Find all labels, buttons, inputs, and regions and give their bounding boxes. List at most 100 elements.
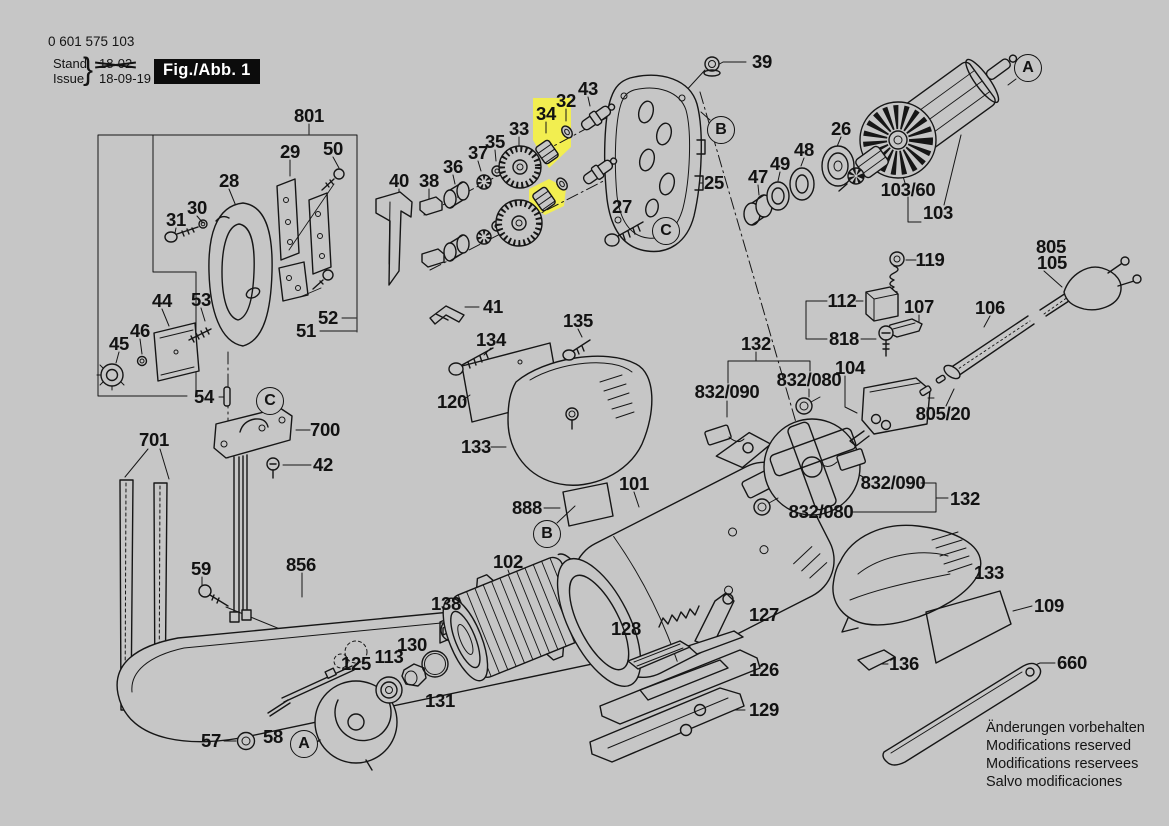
part-label-40: 40 bbox=[389, 169, 409, 191]
note-fr: Modifications reservees bbox=[986, 756, 1139, 772]
part-label-131: 131 bbox=[425, 689, 455, 711]
part-label-832-080: 832/080 bbox=[776, 368, 842, 390]
part-label-59: 59 bbox=[191, 557, 211, 579]
part-label-805: 805 bbox=[1036, 235, 1066, 257]
bearing-cover-drawing bbox=[309, 616, 453, 771]
part-label-45: 45 bbox=[109, 332, 129, 354]
brace-glyph: } bbox=[83, 52, 94, 87]
part-label-48: 48 bbox=[794, 138, 814, 160]
switch-and-cord-drawing bbox=[849, 251, 1142, 447]
blade-guide-rails-drawing bbox=[589, 592, 761, 763]
part-label-135: 135 bbox=[563, 309, 593, 331]
note-en: Modifications reserved bbox=[986, 738, 1132, 754]
part-label-888: 888 bbox=[512, 496, 542, 518]
part-label-856: 856 bbox=[286, 553, 316, 575]
stand-label: Stand bbox=[53, 56, 87, 71]
part-label-30: 30 bbox=[187, 196, 207, 218]
part-label-38: 38 bbox=[419, 169, 439, 191]
part-label-107: 107 bbox=[904, 295, 934, 317]
guide-bracket-drawing bbox=[213, 407, 293, 623]
part-label-133: 133 bbox=[461, 435, 491, 457]
part-label-49: 49 bbox=[770, 152, 790, 174]
part-label-29: 29 bbox=[280, 140, 300, 162]
part-label-47: 47 bbox=[748, 165, 768, 187]
part-label-53: 53 bbox=[191, 288, 211, 310]
brush-plate-drawing bbox=[704, 396, 867, 516]
part-label-119: 119 bbox=[915, 248, 945, 270]
part-label-120: 120 bbox=[437, 390, 467, 412]
part-label-700: 700 bbox=[310, 418, 340, 440]
new-date: 18-09-19 bbox=[99, 70, 152, 86]
modification-notes: Änderungen vorbehalten Modifications res… bbox=[986, 719, 1145, 791]
part-label-128: 128 bbox=[611, 617, 641, 639]
part-label-113: 113 bbox=[374, 645, 404, 667]
part-label-134: 134 bbox=[476, 328, 506, 350]
part-label-54: 54 bbox=[194, 385, 214, 407]
part-label-112: 112 bbox=[827, 289, 857, 311]
part-label-101: 101 bbox=[619, 472, 649, 494]
part-label-127: 127 bbox=[749, 603, 779, 625]
gear-train-drawing bbox=[375, 103, 618, 286]
part-label-832-080: 832/080 bbox=[788, 500, 854, 522]
part-label-52: 52 bbox=[318, 306, 338, 328]
issue-label: Issue bbox=[53, 70, 85, 86]
reference-circle-C: C bbox=[256, 387, 284, 415]
part-label-39: 39 bbox=[752, 50, 772, 72]
left-cover-drawing bbox=[429, 305, 653, 527]
gear-housing-drawing bbox=[603, 56, 855, 253]
old-date-struck: 18-02 bbox=[99, 56, 133, 71]
part-label-136: 136 bbox=[889, 652, 919, 674]
figure-badge: Fig./Abb. 1 bbox=[154, 59, 260, 84]
note-de: Änderungen vorbehalten bbox=[986, 720, 1145, 736]
part-label-138: 138 bbox=[431, 592, 461, 614]
reference-circle-A: A bbox=[1014, 54, 1042, 82]
part-label-109: 109 bbox=[1034, 594, 1064, 616]
part-label-103: 103 bbox=[923, 201, 953, 223]
part-label-32: 32 bbox=[556, 89, 576, 111]
part-label-28: 28 bbox=[219, 169, 239, 191]
part-label-125: 125 bbox=[341, 652, 371, 674]
part-label-27: 27 bbox=[612, 195, 632, 217]
cover-kit-drawing bbox=[164, 168, 345, 347]
part-label-42: 42 bbox=[313, 453, 333, 475]
revision-dates: 18-02 18-09-19 bbox=[99, 56, 152, 86]
part-number-code: 0 601 575 103 bbox=[48, 34, 135, 49]
part-label-132: 132 bbox=[741, 332, 771, 354]
part-label-818: 818 bbox=[829, 327, 859, 349]
part-label-660: 660 bbox=[1057, 651, 1087, 673]
part-label-106: 106 bbox=[975, 296, 1005, 318]
clamp-plate-drawing bbox=[96, 322, 231, 407]
reference-circle-A: A bbox=[290, 730, 318, 758]
part-label-133: 133 bbox=[974, 561, 1004, 583]
part-label-57: 57 bbox=[201, 729, 221, 751]
part-label-104: 104 bbox=[835, 356, 865, 378]
stand-issue-labels: Stand Issue bbox=[53, 56, 87, 86]
part-label-129: 129 bbox=[749, 698, 779, 720]
part-label-105: 105 bbox=[1037, 251, 1067, 273]
part-label-58: 58 bbox=[263, 725, 283, 747]
part-label-35: 35 bbox=[485, 130, 505, 152]
part-label-132: 132 bbox=[950, 487, 980, 509]
right-cover-drawing bbox=[832, 524, 1042, 766]
part-label-103-60: 103/60 bbox=[880, 178, 936, 200]
reference-circle-C: C bbox=[652, 217, 680, 245]
part-label-41: 41 bbox=[483, 295, 503, 317]
part-label-44: 44 bbox=[152, 289, 172, 311]
part-label-43: 43 bbox=[578, 77, 598, 99]
part-label-701: 701 bbox=[139, 428, 169, 450]
part-label-34: 34 bbox=[536, 102, 556, 124]
part-label-33: 33 bbox=[509, 117, 529, 139]
reference-circle-B: B bbox=[707, 116, 735, 144]
armature-drawing bbox=[838, 54, 1018, 192]
part-label-31: 31 bbox=[166, 208, 186, 230]
note-es: Salvo modificaciones bbox=[986, 774, 1123, 790]
part-label-50: 50 bbox=[323, 137, 343, 159]
part-label-832-090: 832/090 bbox=[694, 380, 760, 402]
part-label-832-090: 832/090 bbox=[860, 471, 926, 493]
part-label-805-20: 805/20 bbox=[915, 402, 971, 424]
part-label-102: 102 bbox=[493, 550, 523, 572]
part-label-25: 25 bbox=[704, 171, 724, 193]
part-label-46: 46 bbox=[130, 319, 150, 341]
